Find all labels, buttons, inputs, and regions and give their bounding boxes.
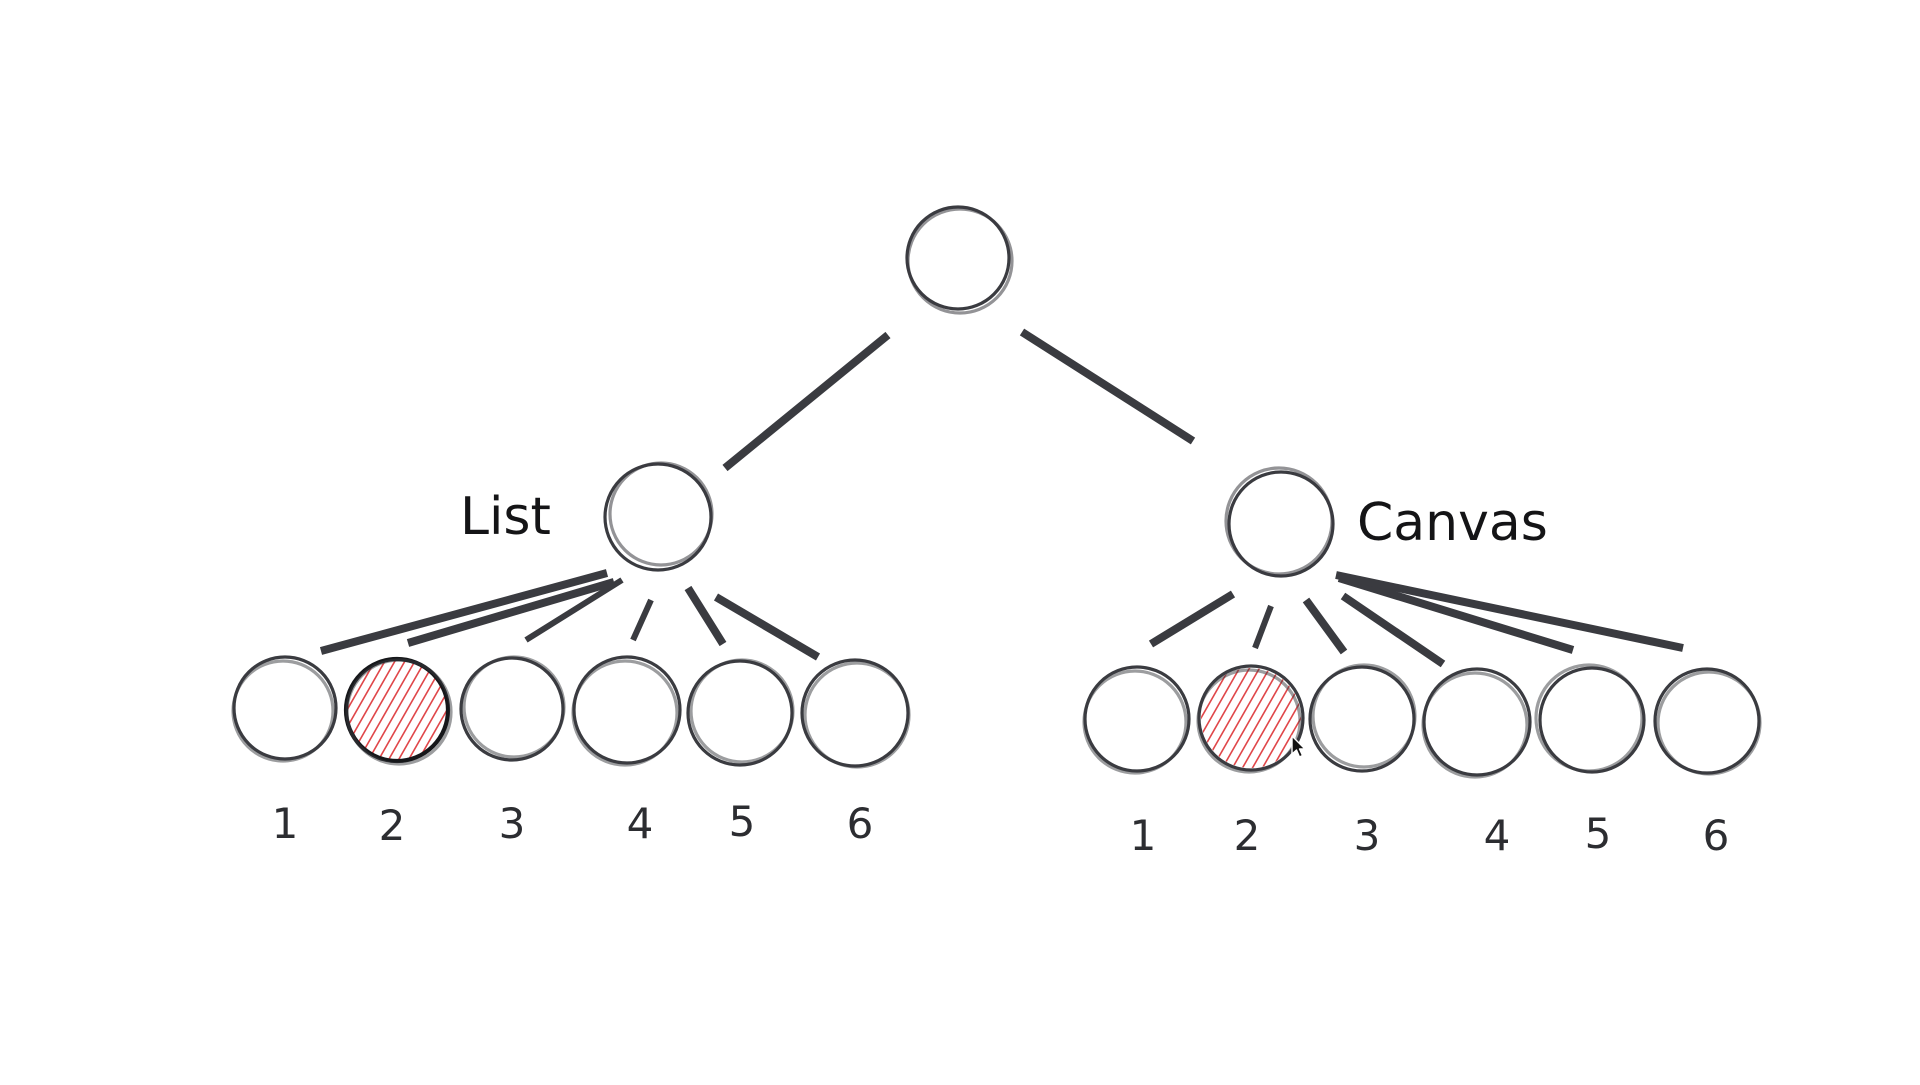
canvas-leaf-numbers: 1 2 3 4 5 6: [1130, 809, 1730, 860]
edge-canvas-leaf-5: [1337, 574, 1575, 654]
canvas-leaf-number: 5: [1585, 809, 1612, 858]
edge-canvas-leaf-3: [1302, 597, 1348, 655]
list-label: List: [460, 487, 551, 547]
edge-list-leaf-4: [630, 598, 654, 642]
edge-canvas-leaf-1: [1148, 590, 1236, 648]
edge-canvas-leaf-6: [1335, 571, 1684, 652]
edge-root-list: [722, 331, 891, 472]
list-leaf-number: 4: [627, 799, 654, 848]
canvas-leaf-number: 4: [1484, 811, 1511, 860]
edge-list-leaf-6: [713, 593, 821, 661]
canvas-leaf-number: 3: [1354, 811, 1381, 860]
canvas-leaf-4: [1421, 667, 1532, 779]
canvas-leaf-number: 2: [1234, 811, 1261, 860]
list-leaf-6: [800, 658, 911, 769]
list-node: [603, 461, 714, 572]
root-edges: [722, 328, 1196, 472]
edge-canvas-leaf-4: [1340, 592, 1446, 668]
list-leaf-number: 5: [729, 797, 756, 846]
canvas-leaf-1: [1082, 665, 1191, 775]
edge-canvas-leaf-2: [1252, 604, 1274, 650]
edge-list-leaf-2: [406, 578, 616, 647]
canvas-label: Canvas: [1357, 493, 1548, 553]
list-leaf-3: [459, 655, 566, 762]
list-leaf-5: [686, 658, 795, 767]
mouse-cursor-icon: [1291, 735, 1306, 758]
canvas-leaf-3: [1308, 663, 1417, 773]
list-leaf-numbers: 1 2 3 4 5 6: [272, 797, 874, 850]
edge-list-leaf-5: [684, 585, 727, 647]
list-leaves: [231, 655, 911, 769]
list-leaf-1: [231, 655, 338, 763]
canvas-edges: [1148, 571, 1684, 668]
list-leaf-number: 2: [379, 801, 406, 850]
root-node: [905, 205, 1014, 315]
canvas-leaf-number: 1: [1130, 811, 1157, 860]
canvas-node: [1224, 466, 1335, 578]
edge-list-leaf-1: [319, 569, 609, 655]
canvas-leaf-6: [1653, 667, 1762, 776]
list-leaf-number: 6: [847, 799, 874, 848]
canvas-leaf-number: 6: [1703, 811, 1730, 860]
edge-list-leaf-3: [524, 577, 624, 643]
list-leaf-4: [571, 655, 682, 767]
canvas-leaf-5: [1534, 663, 1646, 774]
list-leaf-number: 1: [272, 799, 299, 848]
edge-root-canvas: [1019, 328, 1196, 445]
list-leaf-number: 3: [499, 799, 526, 848]
list-edges: [319, 569, 821, 661]
canvas-leaves: [1082, 663, 1762, 779]
